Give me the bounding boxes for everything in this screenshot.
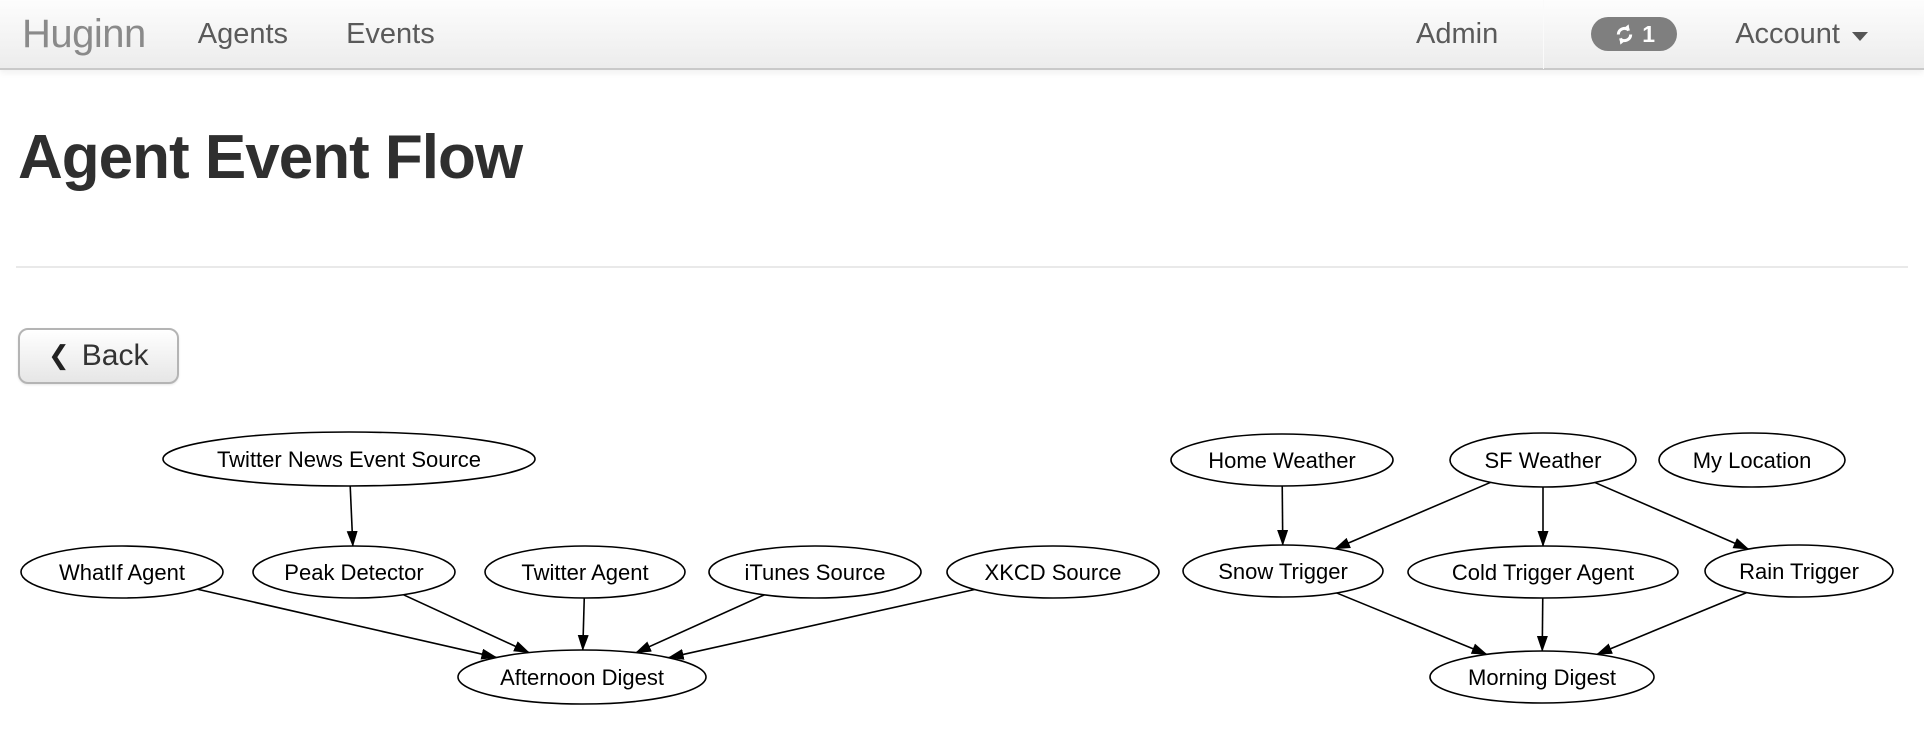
graph-edge-home-snow [1277, 485, 1289, 547]
graph-edge-whatif-afternoon [197, 588, 498, 660]
graph-node-itunes: iTunes Source [708, 545, 922, 599]
caret-down-icon [1852, 31, 1868, 41]
graph-node-rain: Rain Trigger [1704, 544, 1894, 598]
job-queue-badge[interactable]: 1 [1591, 17, 1678, 51]
graph-node-home: Home Weather [1170, 433, 1394, 487]
nav-item-agents[interactable]: Agents [197, 17, 289, 50]
graph-node-afternoon: Afternoon Digest [457, 649, 707, 705]
svg-text:Twitter News Event Source: Twitter News Event Source [217, 447, 481, 472]
graph-edge-sf-rain [1594, 481, 1750, 550]
graph-node-morning: Morning Digest [1429, 650, 1655, 704]
graph-node-twitter_agent: Twitter Agent [484, 545, 686, 599]
svg-text:Morning Digest: Morning Digest [1468, 665, 1616, 690]
nav-item-events[interactable]: Events [346, 17, 435, 50]
graph-node-mylocation: My Location [1658, 432, 1846, 488]
badge-count: 1 [1642, 20, 1656, 47]
back-button[interactable]: ❮ Back [18, 328, 179, 384]
refresh-icon [1617, 23, 1633, 45]
account-label: Account [1735, 17, 1840, 50]
svg-text:SF Weather: SF Weather [1485, 448, 1602, 473]
graph-edge-itunes-afternoon [635, 594, 765, 654]
graph-node-cold: Cold Trigger Agent [1407, 545, 1679, 599]
graph-edge-sf-snow [1334, 481, 1492, 550]
graph-edge-twitter_agent-afternoon [577, 597, 589, 652]
graph-edge-snow-morning [1336, 592, 1488, 656]
graph-edge-cold-morning [1536, 597, 1548, 653]
svg-text:Afternoon Digest: Afternoon Digest [500, 665, 664, 690]
graph-edge-twitter_news-peak [346, 485, 358, 548]
main-nav: Agents Events [198, 18, 435, 51]
navbar-divider [1543, 0, 1545, 69]
account-menu[interactable]: Account [1735, 18, 1868, 51]
svg-text:WhatIf Agent: WhatIf Agent [59, 560, 185, 585]
page-title: Agent Event Flow [18, 123, 523, 192]
svg-text:My Location: My Location [1693, 448, 1812, 473]
graph-node-twitter_news: Twitter News Event Source [162, 431, 536, 487]
graph-edge-xkcd-afternoon [667, 588, 975, 660]
svg-text:Rain Trigger: Rain Trigger [1739, 559, 1859, 584]
svg-text:Snow Trigger: Snow Trigger [1218, 559, 1348, 584]
title-divider [16, 266, 1908, 268]
graph-node-sf: SF Weather [1449, 432, 1637, 488]
svg-text:Peak Detector: Peak Detector [284, 560, 423, 585]
graph-node-xkcd: XKCD Source [946, 545, 1160, 599]
graph-node-whatif: WhatIf Agent [20, 545, 224, 599]
navbar-right: Admin 1 Account [1416, 0, 1924, 69]
graph-edge-peak-afternoon [402, 593, 530, 654]
navbar: Huginn Agents Events Admin 1 Account [0, 0, 1924, 70]
svg-text:XKCD Source: XKCD Source [985, 560, 1122, 585]
svg-text:Home Weather: Home Weather [1208, 448, 1356, 473]
chevron-left-icon: ❮ [48, 341, 70, 371]
graph-node-snow: Snow Trigger [1182, 544, 1384, 598]
svg-text:Twitter Agent: Twitter Agent [521, 560, 648, 585]
graph-node-peak: Peak Detector [252, 545, 456, 599]
brand-link[interactable]: Huginn [22, 11, 146, 56]
graph-edge-rain-morning [1596, 591, 1747, 656]
nav-item-admin[interactable]: Admin [1416, 17, 1499, 50]
svg-text:Cold Trigger Agent: Cold Trigger Agent [1452, 560, 1634, 585]
back-button-label: Back [81, 339, 149, 372]
svg-text:iTunes Source: iTunes Source [744, 560, 885, 585]
